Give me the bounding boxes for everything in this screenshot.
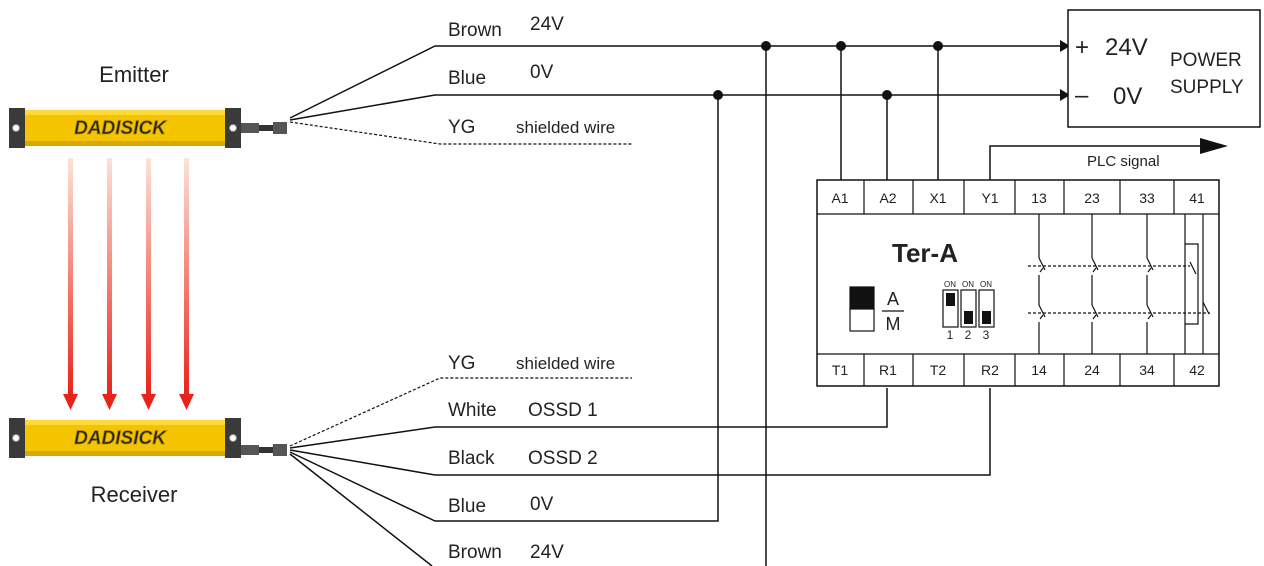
terminal-23: 23 xyxy=(1084,190,1100,206)
receiver-wire-2-signal: OSSD 1 xyxy=(528,400,598,421)
receiver-wire-1-signal: shielded wire xyxy=(516,354,615,373)
terminal-34: 34 xyxy=(1139,362,1155,378)
receiver-wire-4-signal: 0V xyxy=(530,494,554,515)
dip-number-2: 2 xyxy=(965,328,972,342)
power-minus-sign: – xyxy=(1075,82,1089,109)
emitter-wire-3-color: YG xyxy=(448,117,475,138)
terminal-41: 41 xyxy=(1189,190,1205,206)
relay-contacts xyxy=(1028,214,1210,354)
dip-number-3: 3 xyxy=(983,328,990,342)
beam-1 xyxy=(68,158,73,396)
terminal-R1: R1 xyxy=(879,362,897,378)
emitter-wire-1-color: Brown xyxy=(448,20,502,41)
power-title-line1: POWER xyxy=(1170,50,1242,71)
mode-m-label: M xyxy=(886,314,901,334)
terminal-14: 14 xyxy=(1031,362,1047,378)
plc-signal-line xyxy=(989,138,1228,180)
terminal-T2: T2 xyxy=(930,362,947,378)
emitter-label: Emitter xyxy=(99,62,169,87)
power-plus-sign: + xyxy=(1075,34,1089,61)
terminal-42: 42 xyxy=(1189,362,1205,378)
receiver-wire-2-color: White xyxy=(448,400,497,421)
junction-dots xyxy=(713,41,943,100)
power-minus-voltage: 0V xyxy=(1113,83,1142,110)
controller-module xyxy=(816,179,1220,387)
terminal-Y1: Y1 xyxy=(981,190,998,206)
terminal-A2: A2 xyxy=(879,190,896,206)
dip-on-1: ON xyxy=(944,280,956,289)
power-title-line2: SUPPLY xyxy=(1170,77,1244,98)
beam-arrow-4 xyxy=(179,394,194,410)
mode-a-label: A xyxy=(887,289,899,309)
beam-arrow-1 xyxy=(63,394,78,410)
power-plus-voltage: 24V xyxy=(1105,34,1148,61)
emitter-brand: DADISICK xyxy=(74,118,167,139)
beam-4 xyxy=(184,158,189,396)
controller-name: Ter-A xyxy=(892,238,958,268)
mode-switch xyxy=(849,286,904,332)
emitter-bar: DADISICK xyxy=(9,108,287,148)
receiver-wire-5-signal: 24V xyxy=(530,542,564,563)
beam-arrow-3 xyxy=(141,394,156,410)
receiver-brand: DADISICK xyxy=(74,428,167,449)
receiver-wire-4-color: Blue xyxy=(448,496,486,517)
dip-on-2: ON xyxy=(962,280,974,289)
receiver-wiring xyxy=(289,95,991,566)
power-plus-arrow xyxy=(1060,40,1070,52)
dip-on-3: ON xyxy=(980,280,992,289)
emitter-wire-1-signal: 24V xyxy=(530,14,564,35)
light-beams xyxy=(63,158,194,410)
terminal-R2: R2 xyxy=(981,362,999,378)
receiver-label: Receiver xyxy=(91,482,178,507)
emitter-wire-2-color: Blue xyxy=(448,68,486,89)
power-minus-arrow xyxy=(1060,89,1070,101)
receiver-wire-1-color: YG xyxy=(448,353,475,374)
receiver-wire-5-color: Brown xyxy=(448,542,502,563)
terminal-A1: A1 xyxy=(831,190,848,206)
beam-2 xyxy=(107,158,112,396)
emitter-wire-3-signal: shielded wire xyxy=(516,118,615,137)
beam-arrow-2 xyxy=(102,394,117,410)
terminal-24: 24 xyxy=(1084,362,1100,378)
bus-lines xyxy=(765,46,939,566)
receiver-bar: DADISICK xyxy=(9,418,287,458)
receiver-wire-3-signal: OSSD 2 xyxy=(528,448,598,469)
beam-3 xyxy=(146,158,151,396)
terminal-13: 13 xyxy=(1031,190,1047,206)
power-supply xyxy=(1067,9,1261,128)
receiver-wire-3-color: Black xyxy=(448,448,495,469)
plc-signal-label: PLC signal xyxy=(1087,153,1160,170)
terminal-X1: X1 xyxy=(929,190,946,206)
emitter-wiring xyxy=(289,45,1068,145)
terminal-T1: T1 xyxy=(832,362,849,378)
dip-switches xyxy=(942,289,995,328)
emitter-wire-2-signal: 0V xyxy=(530,62,554,83)
dip-number-1: 1 xyxy=(947,328,954,342)
terminal-33: 33 xyxy=(1139,190,1155,206)
